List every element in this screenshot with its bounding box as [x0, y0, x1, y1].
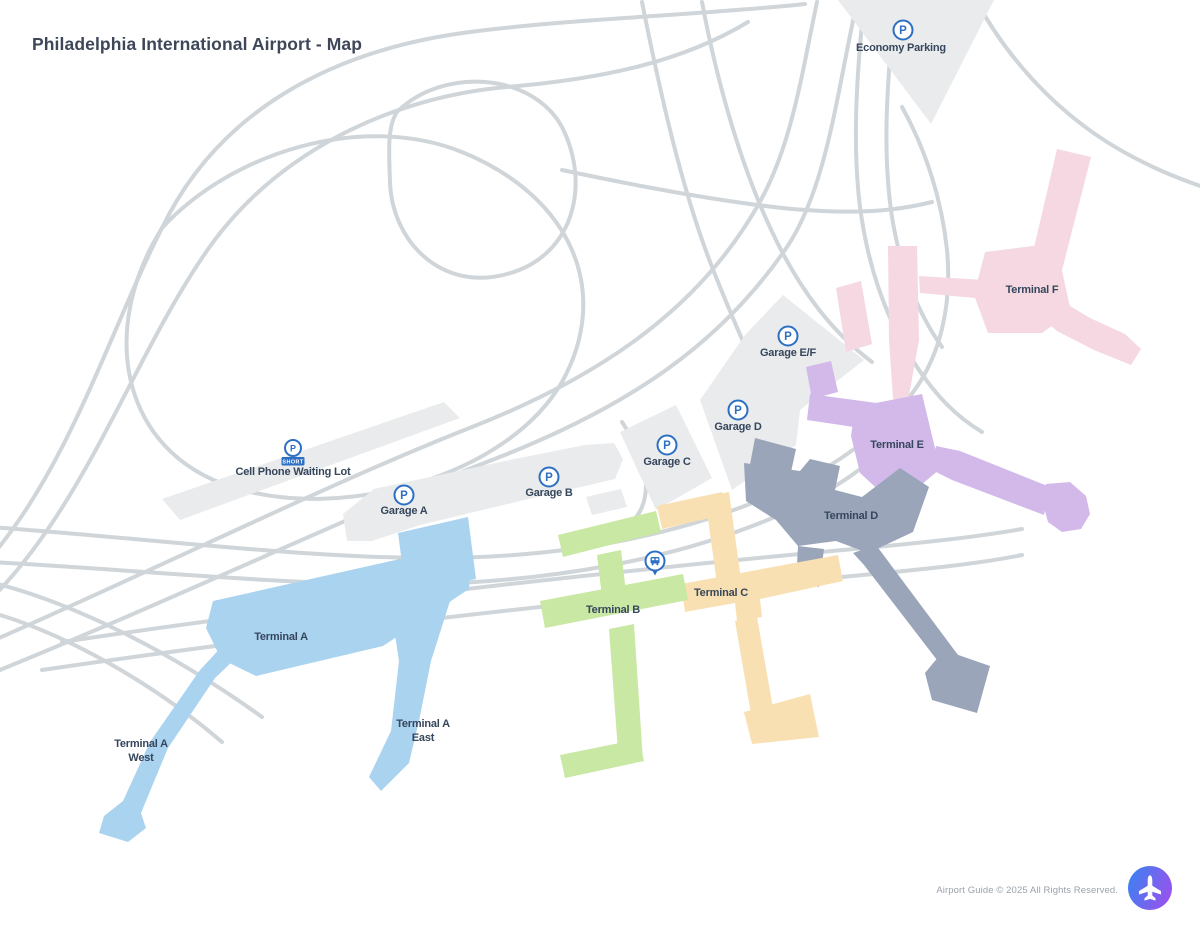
- terminal-d-body[interactable]: [744, 459, 929, 553]
- terminal-e-body[interactable]: [851, 394, 940, 506]
- cell-phone-waiting-lot-region[interactable]: P SHORT Cell Phone Waiting Lot: [162, 402, 460, 520]
- terminal-c-label: Terminal C: [694, 587, 748, 599]
- terminal-b-pier-south[interactable]: [609, 624, 643, 765]
- parking-icon-letter: P: [290, 444, 296, 454]
- bus-icon: [650, 557, 660, 566]
- terminal-c-region[interactable]: Terminal C: [657, 492, 843, 744]
- terminal-f-region[interactable]: Terminal F: [836, 149, 1141, 401]
- terminal-d-concourse[interactable]: [853, 545, 958, 673]
- garage-ef-label: Garage E/F: [760, 347, 817, 359]
- terminal-c-pier-south[interactable]: [735, 617, 773, 714]
- terminal-e-label: Terminal E: [870, 439, 923, 451]
- page-title: Philadelphia International Airport - Map: [32, 34, 362, 54]
- terminal-f-hub[interactable]: [974, 243, 1071, 333]
- terminal-a-west-label-line2: West: [128, 752, 154, 764]
- terminal-f-label: Terminal F: [1006, 284, 1059, 296]
- terminal-d-satellite[interactable]: [925, 650, 990, 713]
- terminal-a-region[interactable]: Terminal A Terminal A East Terminal A We…: [99, 517, 476, 842]
- terminal-e-region[interactable]: Terminal E: [806, 361, 1090, 532]
- terminal-d-region[interactable]: Terminal D: [744, 438, 990, 713]
- footer: Airport Guide © 2025 All Rights Reserved…: [936, 866, 1172, 910]
- garage-c-label: Garage C: [643, 456, 691, 468]
- short-term-parking-icon: P SHORT: [281, 439, 305, 466]
- parking-icon: P: [777, 325, 799, 347]
- garage-d-ef-region[interactable]: P Garage D P Garage E/F: [700, 295, 864, 490]
- terminal-d-label: Terminal D: [824, 510, 878, 522]
- parking-icon: P: [538, 466, 560, 488]
- terminal-b-region[interactable]: Terminal B: [540, 511, 688, 778]
- shuttle-stop-pin[interactable]: [644, 550, 666, 576]
- terminal-b-body[interactable]: [540, 574, 688, 628]
- terminal-a-west-label-line1: Terminal A: [114, 738, 168, 750]
- terminal-c-foot[interactable]: [744, 694, 819, 744]
- terminal-e-concourse[interactable]: [930, 446, 1050, 515]
- terminal-c-body[interactable]: [681, 555, 843, 621]
- garage-d-label: Garage D: [714, 421, 762, 433]
- parking-icon: P: [892, 19, 914, 41]
- terminal-b-foot[interactable]: [560, 739, 644, 778]
- terminal-a-west-pier[interactable]: [99, 593, 295, 842]
- economy-parking-region[interactable]: P Economy Parking: [838, 0, 994, 124]
- terminal-e-hook[interactable]: [1042, 482, 1090, 532]
- garage-a-label: Garage A: [381, 505, 428, 517]
- garage-a-b-region[interactable]: P Garage A P Garage B: [343, 443, 627, 541]
- terminal-b-label: Terminal B: [586, 604, 640, 616]
- copyright-text: Airport Guide © 2025 All Rights Reserved…: [936, 885, 1118, 896]
- terminal-f-arm[interactable]: [1044, 300, 1141, 365]
- terminal-c-pier-north[interactable]: [705, 492, 741, 584]
- parking-icon-letter: P: [400, 490, 408, 502]
- parking-icon-letter: P: [663, 440, 671, 452]
- economy-parking-label: Economy Parking: [856, 42, 946, 54]
- terminal-a-east-label-line1: Terminal A: [396, 718, 450, 730]
- garage-b-label: Garage B: [525, 487, 573, 499]
- cell-phone-lot-shape[interactable]: [162, 402, 460, 520]
- garage-c-shape[interactable]: [620, 405, 712, 510]
- short-badge-text: SHORT: [282, 460, 303, 466]
- garage-d-ef-shape[interactable]: [700, 295, 864, 490]
- terminal-f-west-pier[interactable]: [888, 246, 919, 401]
- airplane-icon: [1138, 875, 1162, 901]
- parking-icon-letter: P: [784, 331, 792, 343]
- parking-icon: P: [656, 434, 678, 456]
- parking-icon: P: [727, 399, 749, 421]
- garage-b-annex-shape[interactable]: [586, 489, 627, 515]
- terminal-a-label: Terminal A: [254, 631, 308, 643]
- parking-icon: P: [393, 484, 415, 506]
- road-network: [0, 0, 1200, 744]
- terminal-a-east-label-line2: East: [412, 732, 435, 744]
- economy-parking-shape[interactable]: [838, 0, 994, 124]
- parking-icon-letter: P: [545, 472, 553, 484]
- garage-c-region[interactable]: P Garage C: [620, 405, 712, 510]
- parking-icon-letter: P: [734, 405, 742, 417]
- terminal-e-arm-nw[interactable]: [806, 361, 838, 399]
- terminal-f-annex[interactable]: [836, 281, 872, 352]
- cell-phone-lot-label: Cell Phone Waiting Lot: [236, 466, 351, 478]
- terminal-b-bar-north[interactable]: [558, 511, 661, 557]
- airport-guide-logo: [1128, 866, 1172, 910]
- parking-icon-letter: P: [899, 25, 907, 37]
- terminal-f-walkway[interactable]: [919, 276, 986, 299]
- terminal-a-east-pier[interactable]: [369, 566, 450, 791]
